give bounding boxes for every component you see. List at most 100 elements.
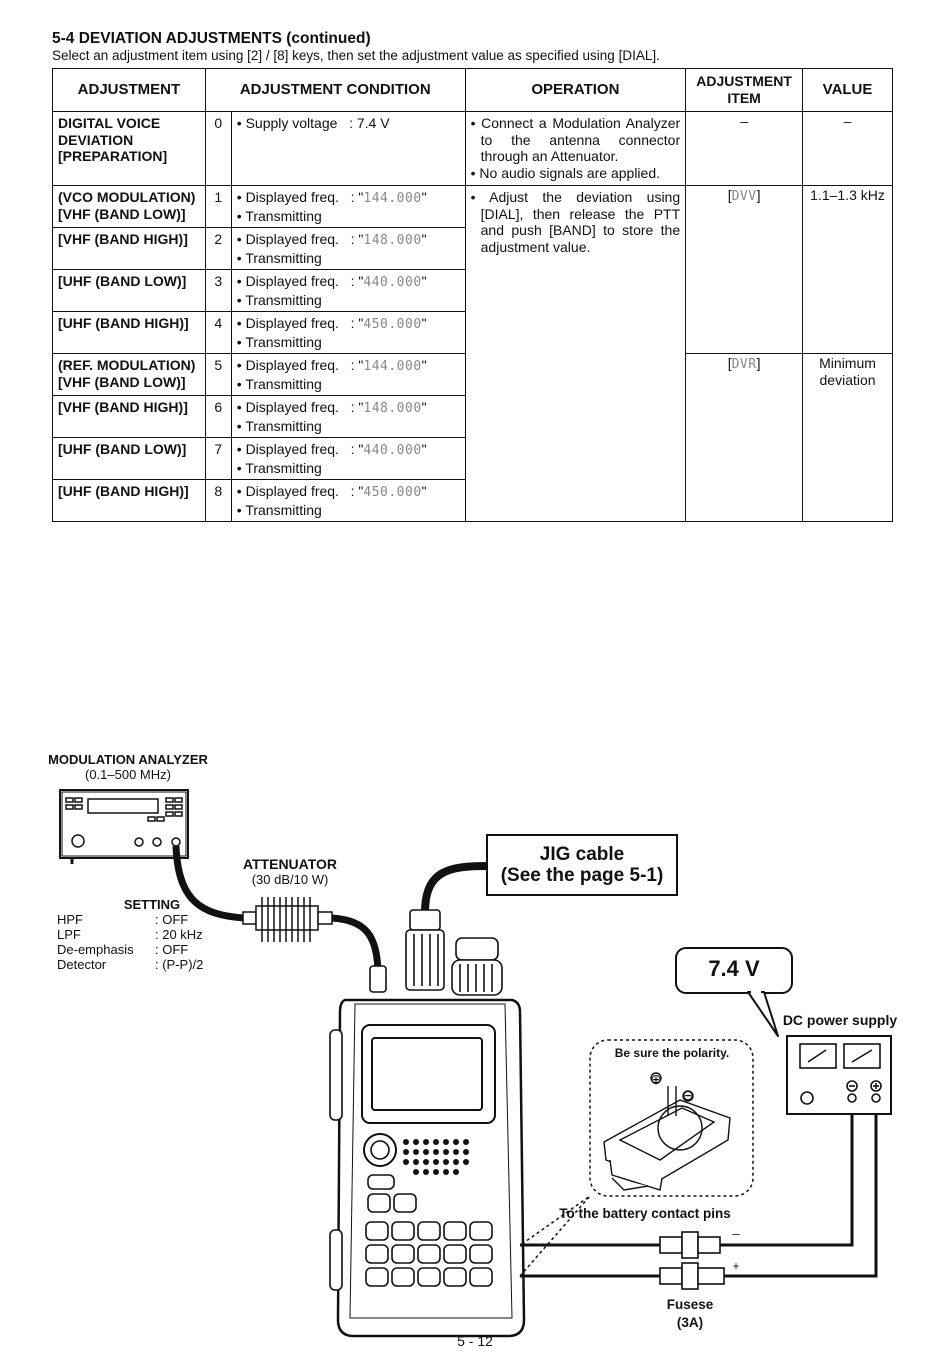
handheld-transceiver-icon (329, 909, 526, 1338)
lcd-frequency: 440.000 (363, 275, 422, 290)
adjustment-condition: • Displayed freq. : "148.000" • Transmit… (230, 227, 466, 270)
condition-prefix: : " (350, 315, 364, 331)
lcd-frequency: 450.000 (363, 317, 422, 332)
item-bracket: ] (756, 355, 761, 371)
condition-label: • Supply voltage (236, 115, 338, 131)
condition-label: • Displayed freq. (236, 483, 339, 499)
settings-title: SETTING (123, 897, 181, 912)
jig-cable (421, 862, 488, 913)
col-header-item: ADJUSTMENT ITEM (685, 68, 804, 112)
condition-prefix: : " (350, 441, 364, 457)
lcd-frequency: 144.000 (363, 191, 422, 206)
table-row: (REF. MODULATION) [VHF (BAND LOW)] 5 • D… (52, 353, 893, 522)
condition-transmitting: • Transmitting (236, 291, 322, 308)
operation-line: • Adjust the deviation using [DIAL], the… (470, 189, 681, 255)
value-line: Minimum (819, 355, 876, 371)
voltage-callout: 7.4 V (708, 956, 760, 981)
setting-row: De-emphasis: OFF (57, 942, 247, 957)
adjustment-name: (VCO MODULATION) [VHF (BAND LOW)] (52, 185, 206, 228)
plus-label: + (732, 1259, 740, 1273)
setting-row: LPF: 20 kHz (57, 927, 247, 942)
condition-suffix: " (421, 399, 427, 415)
adjustment-item: [DVV] (685, 185, 804, 354)
condition-prefix: : " (350, 357, 364, 373)
adjustment-item: [DVR] (685, 353, 804, 522)
setting-key: HPF (57, 912, 83, 927)
table-row: [VHF (BAND HIGH)] 6 • Displayed freq. : … (52, 395, 893, 438)
plus-symbol: ⊕ (650, 1071, 662, 1087)
table-row: DIGITAL VOICE DEVIATION [PREPARATION] 0 … (52, 111, 893, 186)
rf-cable (172, 845, 245, 922)
fuse-label: Fusese (3A) (650, 1296, 730, 1332)
setting-row: Detector: (P-P)/2 (57, 957, 247, 972)
adjustment-name-line: [VHF (BAND HIGH)] (58, 399, 188, 415)
label-detail: (30 dB/10 W) (251, 872, 329, 887)
rf-cable (331, 914, 382, 976)
fuse-connector-icon (659, 1231, 725, 1290)
operation-adjust: • Adjust the deviation using [DIAL], the… (464, 185, 687, 522)
condition-label: • Displayed freq. (236, 441, 339, 457)
step-number: 1 (204, 185, 232, 228)
adjustment-value: Minimum deviation (802, 353, 893, 522)
operation-line: • Connect a Modulation Analyzer to the a… (470, 115, 681, 164)
condition-label: • Displayed freq. (236, 399, 339, 415)
condition-transmitting: • Transmitting (236, 417, 322, 434)
adjustment-name: [VHF (BAND HIGH)] (52, 395, 206, 438)
dc-power-supply-label: DC power supply (782, 1012, 898, 1028)
adjustment-condition: • Displayed freq. : "148.000" • Transmit… (230, 395, 466, 438)
condition-label: • Displayed freq. (236, 357, 339, 373)
label-detail: (0.1–500 MHz) (85, 767, 171, 782)
condition-transmitting: • Transmitting (236, 459, 322, 476)
callout-line: (See the page 5-1) (500, 865, 664, 886)
adjustment-name-line: [UHF (BAND LOW)] (58, 441, 187, 457)
minus-symbol: ⊖ (682, 1087, 694, 1103)
condition-prefix: : " (350, 399, 364, 415)
battery-pins-label: To the battery contact pins (559, 1206, 731, 1221)
condition-transmitting: • Transmitting (236, 333, 322, 350)
adjustment-name: [VHF (BAND HIGH)] (52, 227, 206, 270)
condition-transmitting: • Transmitting (236, 375, 322, 392)
adjustment-condition: • Displayed freq. : "450.000" • Transmit… (230, 479, 466, 522)
lcd-frequency: 148.000 (363, 401, 422, 416)
adjustment-name-line: DEVIATION (58, 131, 134, 148)
condition-label: • Displayed freq. (236, 273, 339, 289)
section-title: 5-4 DEVIATION ADJUSTMENTS (continued) (52, 30, 371, 47)
condition-suffix: " (421, 441, 427, 457)
fuse-label-line: (3A) (676, 1315, 704, 1330)
setting-key: Detector (57, 957, 107, 972)
analyzer-settings: SETTING HPF : OFF LPF: 20 kHz De-emphasis… (57, 897, 247, 972)
value-line: deviation (819, 371, 876, 388)
lcd-frequency: 148.000 (363, 233, 422, 248)
step-number: 6 (204, 395, 232, 438)
condition-transmitting: • Transmitting (236, 249, 322, 266)
table-row: [VHF (BAND HIGH)] 2 • Displayed freq. : … (52, 227, 893, 270)
item-bracket: ] (756, 187, 761, 203)
item-bracket: [ (727, 187, 732, 203)
adjustment-name-line: (VCO MODULATION) (58, 189, 196, 205)
adjustment-value: – (802, 111, 893, 186)
condition-suffix: " (421, 315, 427, 331)
setting-row: HPF : OFF (57, 912, 247, 927)
page-number: 5 - 12 (457, 1333, 493, 1349)
adjustment-condition: • Displayed freq. : "144.000" • Transmit… (230, 185, 466, 228)
step-number: 8 (204, 479, 232, 522)
condition-value: : 7.4 V (349, 115, 390, 131)
adjustment-item: – (685, 111, 804, 186)
adjustment-table: ADJUSTMENT ADJUSTMENT CONDITION OPERATIO… (52, 68, 893, 522)
lcd-item-code: DVR (731, 357, 757, 372)
step-number: 7 (204, 437, 232, 480)
attenuator-icon (242, 897, 333, 942)
label-title: ATTENUATOR (242, 856, 338, 872)
setting-value: : OFF (155, 912, 189, 927)
condition-suffix: " (421, 273, 427, 289)
adjustment-condition: • Displayed freq. : "144.000" • Transmit… (230, 353, 466, 396)
condition-suffix: " (421, 483, 427, 499)
callout-bubbles (675, 947, 793, 1037)
jig-cable-callout: JIG cable (See the page 5-1) (486, 834, 678, 896)
setting-key: De-emphasis (57, 942, 134, 957)
table-row: [UHF (BAND HIGH)] 8 • Displayed freq. : … (52, 479, 893, 522)
adjustment-name: (REF. MODULATION) [VHF (BAND LOW)] (52, 353, 206, 396)
condition-prefix: : " (350, 483, 364, 499)
polarity-note: Be sure the polarity. (614, 1046, 730, 1060)
